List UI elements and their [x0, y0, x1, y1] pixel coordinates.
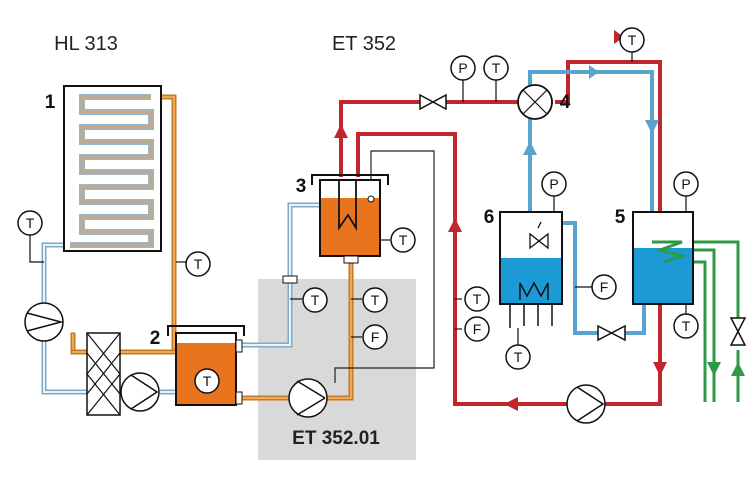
flow-sensor-return: F: [464, 316, 490, 342]
hl313-label: HL 313: [54, 33, 118, 55]
component-6-label: 6: [484, 207, 495, 228]
refrigerant-circulation-pump: [566, 384, 606, 424]
et35201-label: ET 352.01: [292, 428, 380, 449]
solar-collector: [63, 85, 162, 252]
temperature-sensor-evap5: T: [673, 313, 699, 339]
svg-text:T: T: [311, 292, 320, 308]
component-1-label: 1: [45, 92, 56, 113]
compressor: [517, 84, 553, 120]
temperature-sensor-upper: T: [483, 55, 509, 81]
flow-sensor-et35201: F: [362, 324, 388, 350]
temperature-sensor-et35201-a: T: [302, 287, 328, 313]
pressure-sensor-evap6: P: [541, 171, 567, 197]
tank2-pump: [120, 372, 160, 412]
svg-text:F: F: [600, 279, 609, 295]
temperature-sensor-et35201-b: T: [362, 287, 388, 313]
svg-text:T: T: [26, 215, 35, 231]
svg-text:T: T: [194, 256, 203, 272]
instrument-leads: [29, 52, 687, 345]
lower-valve: [597, 324, 626, 342]
flow-arrows: [334, 30, 745, 411]
condenser-tank: [282, 174, 389, 284]
plate-heat-exchanger: [86, 332, 121, 416]
svg-text:F: F: [473, 321, 482, 337]
temperature-sensor-evap6: T: [505, 344, 531, 370]
svg-text:P: P: [681, 176, 690, 192]
collector-pump: [24, 302, 64, 342]
level-control-line: [334, 150, 435, 383]
svg-text:T: T: [514, 349, 523, 365]
component-4-label: 4: [560, 92, 571, 113]
svg-text:T: T: [473, 291, 482, 307]
svg-text:T: T: [399, 232, 408, 248]
pressure-sensor-evap5: P: [673, 171, 699, 197]
svg-text:P: P: [549, 176, 558, 192]
temperature-sensor-return: T: [464, 286, 490, 312]
tank2-link-pipes: [238, 202, 354, 401]
cooling-water-valve: [729, 317, 747, 346]
et35201-pump: [288, 378, 328, 418]
component-3-label: 3: [296, 176, 307, 197]
svg-text:T: T: [628, 32, 637, 48]
component-5-label: 5: [615, 207, 626, 228]
temperature-sensor-tank2: T: [194, 368, 220, 394]
temperature-sensor-tank3: T: [390, 227, 416, 253]
et352-label: ET 352: [332, 33, 396, 55]
component-2-label: 2: [150, 328, 161, 349]
et35201-module-area: [258, 279, 416, 460]
evaporator-6: [499, 211, 563, 328]
upper-valve: [419, 93, 447, 111]
flow-sensor-evap6: F: [591, 274, 617, 300]
svg-text:P: P: [458, 60, 467, 76]
svg-text:T: T: [371, 292, 380, 308]
temperature-sensor-collector-out: T: [185, 251, 211, 277]
pressure-sensor-upper-1: P: [450, 55, 476, 81]
svg-text:T: T: [203, 373, 212, 389]
svg-text:T: T: [682, 318, 691, 334]
svg-text:F: F: [371, 329, 380, 345]
temperature-sensor-top-right: T: [619, 27, 645, 53]
evaporator-5: [632, 211, 694, 305]
svg-text:T: T: [492, 60, 501, 76]
temperature-sensor-collector: T: [17, 210, 43, 236]
